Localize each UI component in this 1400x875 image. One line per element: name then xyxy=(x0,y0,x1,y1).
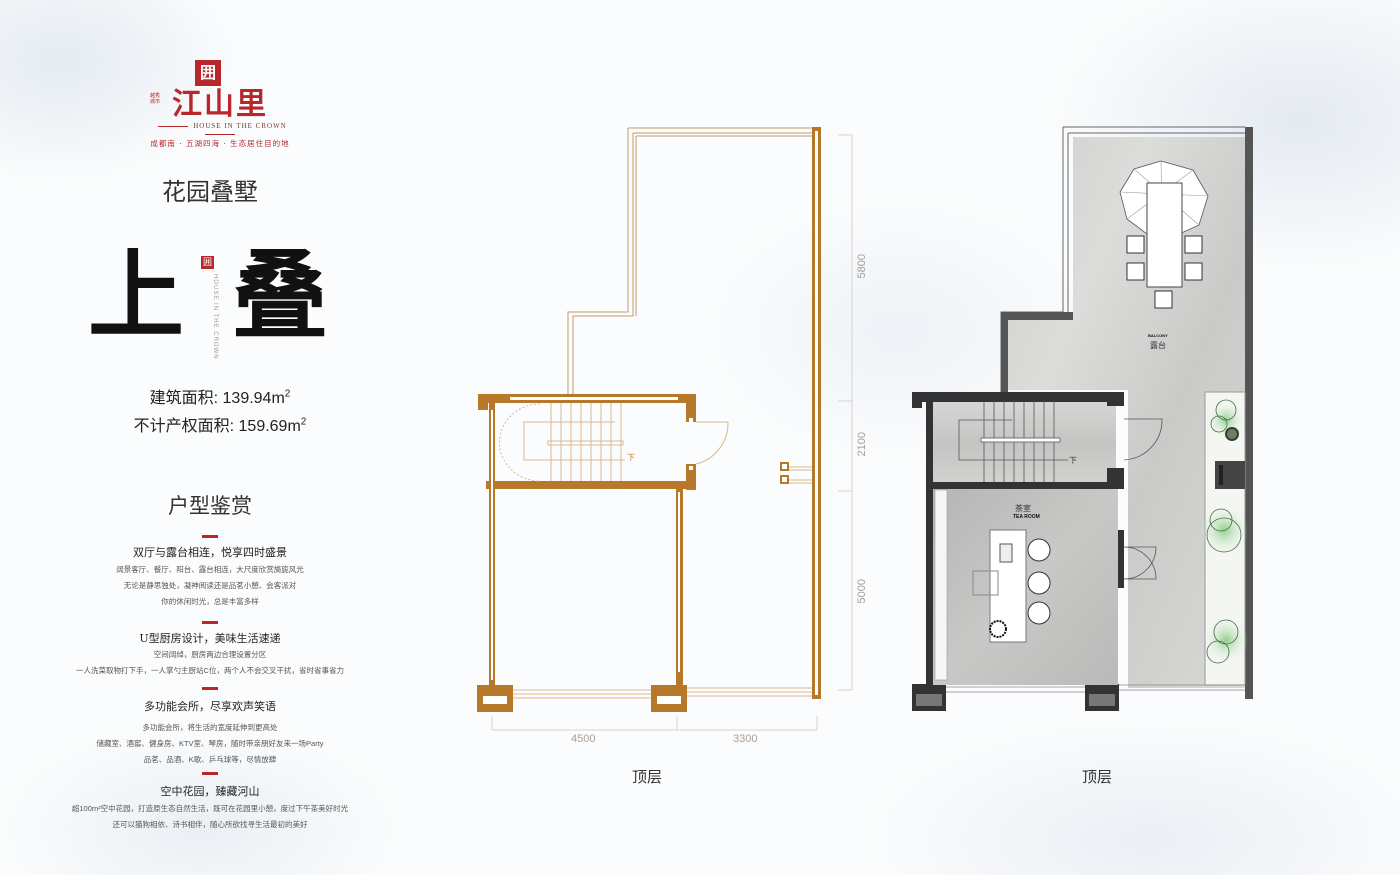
dimension-horizontal-1: 4500 xyxy=(571,733,596,745)
balcony-en-label: BALCONY xyxy=(1148,333,1168,338)
feature-heading: 多功能会所，尽享欢声笑语 xyxy=(144,700,276,713)
feature-line: 储藏室、酒窖、健身房、KTV室、琴房，随时带亲朋好友来一场Party xyxy=(96,739,324,748)
divider-bar xyxy=(202,535,218,538)
brand-small-text: 越秀城市 xyxy=(150,93,161,105)
extra-area: 不计产权面积: 159.69m2 xyxy=(133,416,307,435)
mini-seal-icon: 囲 xyxy=(201,256,214,269)
dimension-horizontal-2: 3300 xyxy=(733,733,758,745)
brand-name: 江山里 xyxy=(172,87,268,122)
stair-down-label: 下 xyxy=(627,453,635,462)
feature-line: 无论是静思独处，凝神阅读还是品茗小憩、会客派对 xyxy=(123,581,297,590)
feature-heading: 双厅与露台相连，悦享四时盛景 xyxy=(133,546,287,559)
feature-line: 多功能会所，将生活的宽度延伸到更高处 xyxy=(142,723,278,732)
stair-down-label: 下 xyxy=(1069,456,1077,465)
divider-bar xyxy=(202,687,218,690)
left-plan-label: 顶层 xyxy=(632,769,663,786)
feature-heading: 空中花园，臻藏河山 xyxy=(160,785,260,798)
feature-line: 阔景客厅、餐厅、阳台、露台相连，大尺度欣赏旖旎风光 xyxy=(116,565,304,574)
feature-line: 空间阔绰，厨房两边合理设置分区 xyxy=(153,650,267,659)
divider-bar xyxy=(202,621,218,624)
divider-bar xyxy=(202,772,218,775)
product-category: 花园叠墅 xyxy=(162,178,258,206)
brand-tagline: 成都南 · 五湖四海 · 生态居住目的地 xyxy=(150,139,290,148)
unit-type-char-1: 上 xyxy=(88,239,184,352)
feature-line: 超100m²空中花园，打造原生态自然生活，既可在花园里小憩，度过下午茶美好时光 xyxy=(71,804,349,813)
unit-type-char-2: 叠 xyxy=(232,239,328,352)
feature-heading: U型厨房设计，美味生活速递 xyxy=(139,632,281,645)
brand-seal-logo: 囲 xyxy=(195,60,221,86)
building-area: 建筑面积: 139.94m2 xyxy=(149,388,291,407)
features-title: 户型鉴赏 xyxy=(168,494,252,518)
brand-english: HOUSE IN THE CROWN xyxy=(140,122,300,138)
feature-line: 还可以猫狗相依、诗书相伴，随心所欲找寻生活最初的美好 xyxy=(112,820,308,829)
feature-line: 一人洗菜取物打下手，一人掌勺主厨站C位，两个人不会交叉干扰，省时省事省力 xyxy=(76,666,344,675)
feature-line: 品茗、品酒、K歌、乒乓球等，尽情放肆 xyxy=(143,755,277,764)
feature-line: 你的休闲时光，总是丰富多样 xyxy=(161,597,259,606)
vertical-english: HOUSE IN THE CROWN xyxy=(212,274,218,360)
right-plan-label: 顶层 xyxy=(1082,769,1113,786)
tea-room-en-label: TEA ROOM xyxy=(1013,514,1040,520)
balcony-label: 露台 xyxy=(1150,341,1166,350)
tea-room-label: 茶室 xyxy=(1015,504,1031,513)
